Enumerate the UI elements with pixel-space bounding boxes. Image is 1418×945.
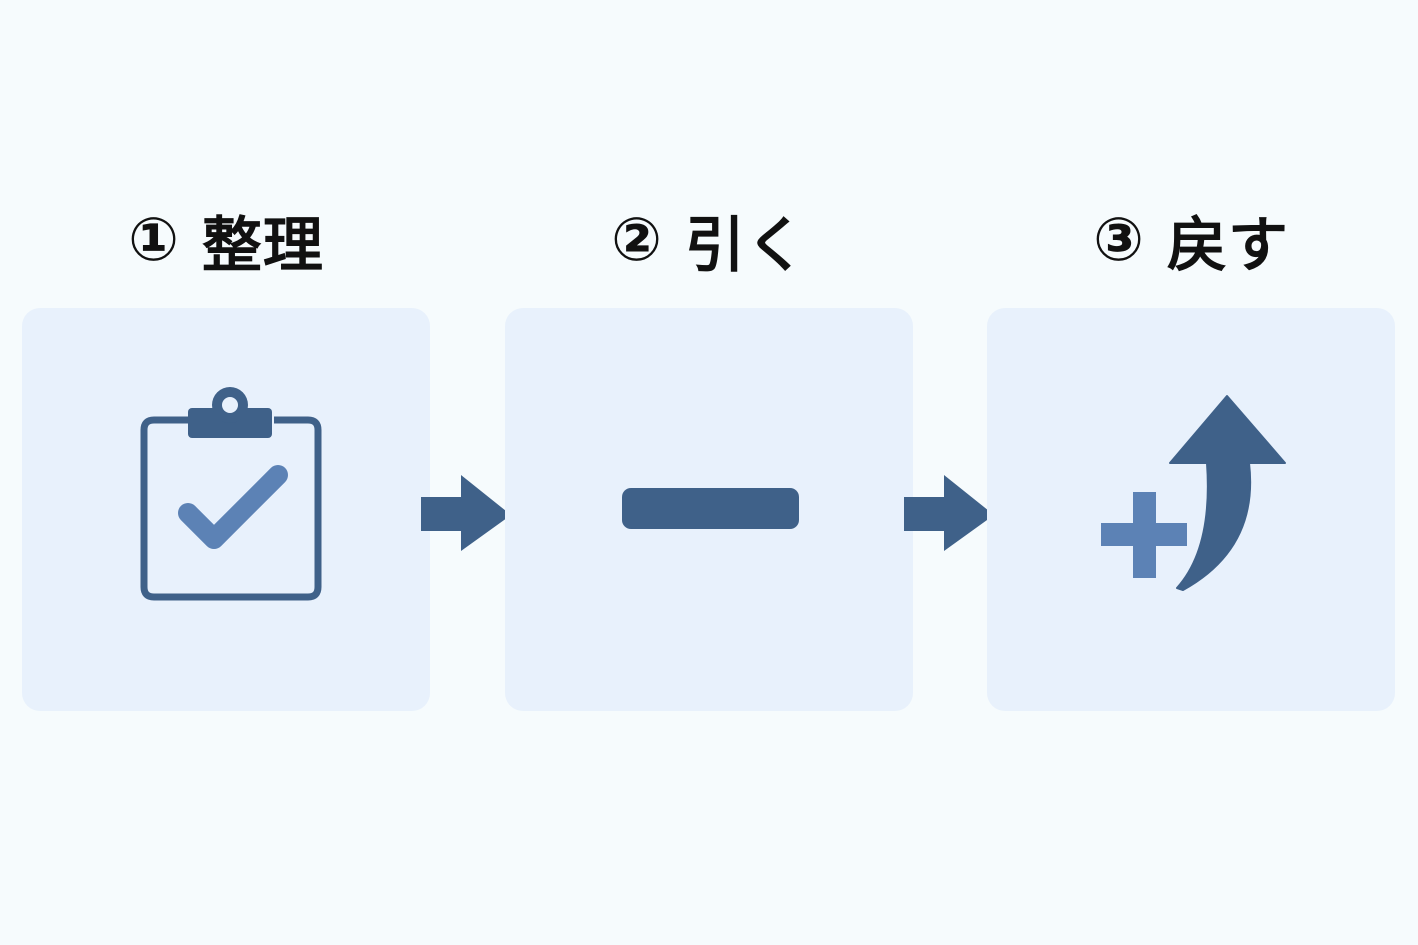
- step-label: 引く: [684, 210, 807, 281]
- step-title-organize: ① 整理: [22, 200, 430, 281]
- step-card-subtract: [505, 308, 913, 711]
- step-label: 戻す: [1166, 210, 1289, 281]
- step-card-return: [987, 308, 1395, 711]
- step-title-subtract: ② 引く: [505, 200, 913, 281]
- step-number: ②: [611, 205, 663, 275]
- step-number: ①: [128, 205, 180, 275]
- minus-icon: [622, 488, 799, 529]
- right-arrow-icon: [421, 475, 511, 551]
- step-number: ③: [1093, 205, 1145, 275]
- plus-return-arrow-icon: [1101, 395, 1286, 591]
- step-card-organize: [22, 308, 430, 711]
- step-label: 整理: [201, 210, 324, 281]
- right-arrow-icon: [904, 475, 994, 551]
- clipboard-check-icon: [140, 387, 322, 601]
- step-title-return: ③ 戻す: [987, 200, 1395, 281]
